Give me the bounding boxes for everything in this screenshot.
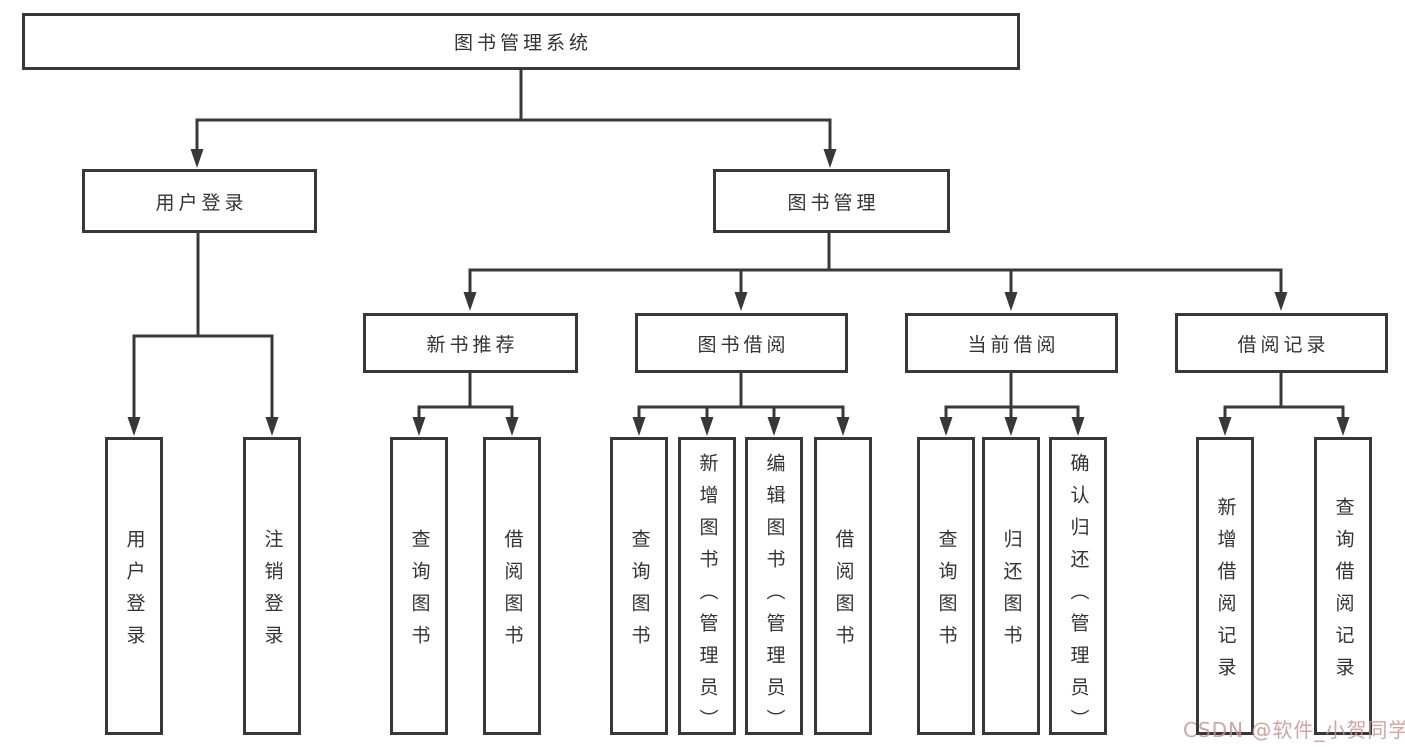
node-root-label: 图书管理系统 [453,32,592,54]
node-confirm-return-admin: 确认归还（管理员） [1049,437,1107,741]
node-current-borrowing: 当前借阅 [905,313,1118,373]
node-query-books-rec: 查询图书 [390,437,448,735]
node-label: 借阅图书 [832,528,855,657]
node-query-borrow-record: 查询借阅记录 [1314,437,1372,735]
node-label: 借阅图书 [501,528,524,657]
node-label: 用户登录 [123,528,146,657]
node-label: 归还图书 [1000,528,1023,657]
watermark: CSDN @软件_小贺同学 [1183,718,1405,742]
node-label: 当前借阅 [967,333,1060,356]
connector-user-login [127,231,279,436]
node-book-management: 图书管理 [713,169,950,233]
node-label: 查询借阅记录 [1332,496,1355,689]
connector-current-borrow [939,371,1085,436]
node-root: 图书管理系统 [22,13,1020,70]
node-edit-book-admin: 编辑图书（管理员） [745,437,803,741]
node-return-books: 归还图书 [982,437,1040,735]
node-borrow-books-rec: 借阅图书 [483,437,541,735]
node-label: 编辑图书（管理员） [763,453,786,741]
node-label: 借阅记录 [1237,333,1330,356]
node-label: 新书推荐 [426,333,519,356]
node-logout: 注销登录 [243,437,301,735]
connector-book-borrow [632,371,850,436]
connector-new-book-rec [412,371,519,436]
node-label: 查询图书 [935,528,958,657]
node-borrow-books-borrow: 借阅图书 [814,437,872,735]
node-new-book-recommendation: 新书推荐 [363,313,578,373]
node-borrow-records: 借阅记录 [1175,313,1388,373]
node-label: 图书管理 [787,191,880,214]
connector-book-management [463,231,1288,311]
node-query-books-current: 查询图书 [917,437,975,735]
node-label: 注销登录 [261,528,284,657]
connector-borrow-records [1218,371,1350,436]
node-user-login-branch: 用户登录 [82,169,317,233]
node-user-login-leaf: 用户登录 [105,437,163,735]
node-label: 确认归还（管理员） [1067,453,1090,741]
node-label: 查询图书 [408,528,431,657]
node-label: 新增图书（管理员） [696,453,719,741]
node-query-books-borrow: 查询图书 [610,437,668,735]
node-label: 新增借阅记录 [1214,496,1237,689]
node-label: 用户登录 [155,191,248,214]
node-add-book-admin: 新增图书（管理员） [678,437,736,741]
node-book-borrowing: 图书借阅 [635,313,848,373]
node-add-borrow-record: 新增借阅记录 [1196,437,1254,735]
node-label: 图书借阅 [697,333,790,356]
node-label: 查询图书 [628,528,651,657]
connector-root [190,68,837,168]
